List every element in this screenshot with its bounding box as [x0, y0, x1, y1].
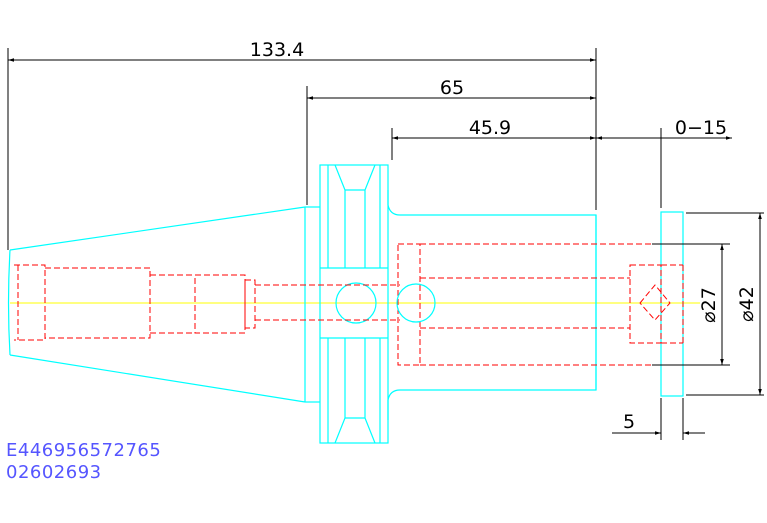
- dim-length-65: 65: [440, 77, 464, 99]
- dim-dia-42: ⌀42: [736, 286, 758, 322]
- tool-disk-outline: [660, 211, 684, 397]
- code-number: 02602693: [6, 462, 102, 483]
- dim-dia-27: ⌀27: [698, 287, 720, 323]
- pin-hole: [396, 283, 436, 323]
- flange-outline: [319, 164, 389, 444]
- dim-length-45-9: 45.9: [469, 117, 511, 139]
- hidden-lines: [14, 243, 684, 366]
- taper-outline: [7, 206, 320, 403]
- dimension-lines: [8, 58, 762, 435]
- dim-adjust-range: 0−15: [675, 117, 727, 139]
- dim-thickness-5: 5: [623, 411, 635, 433]
- body-outline: [387, 190, 597, 420]
- part-number: E446956572765: [6, 440, 162, 461]
- dim-overall-length: 133.4: [250, 39, 304, 61]
